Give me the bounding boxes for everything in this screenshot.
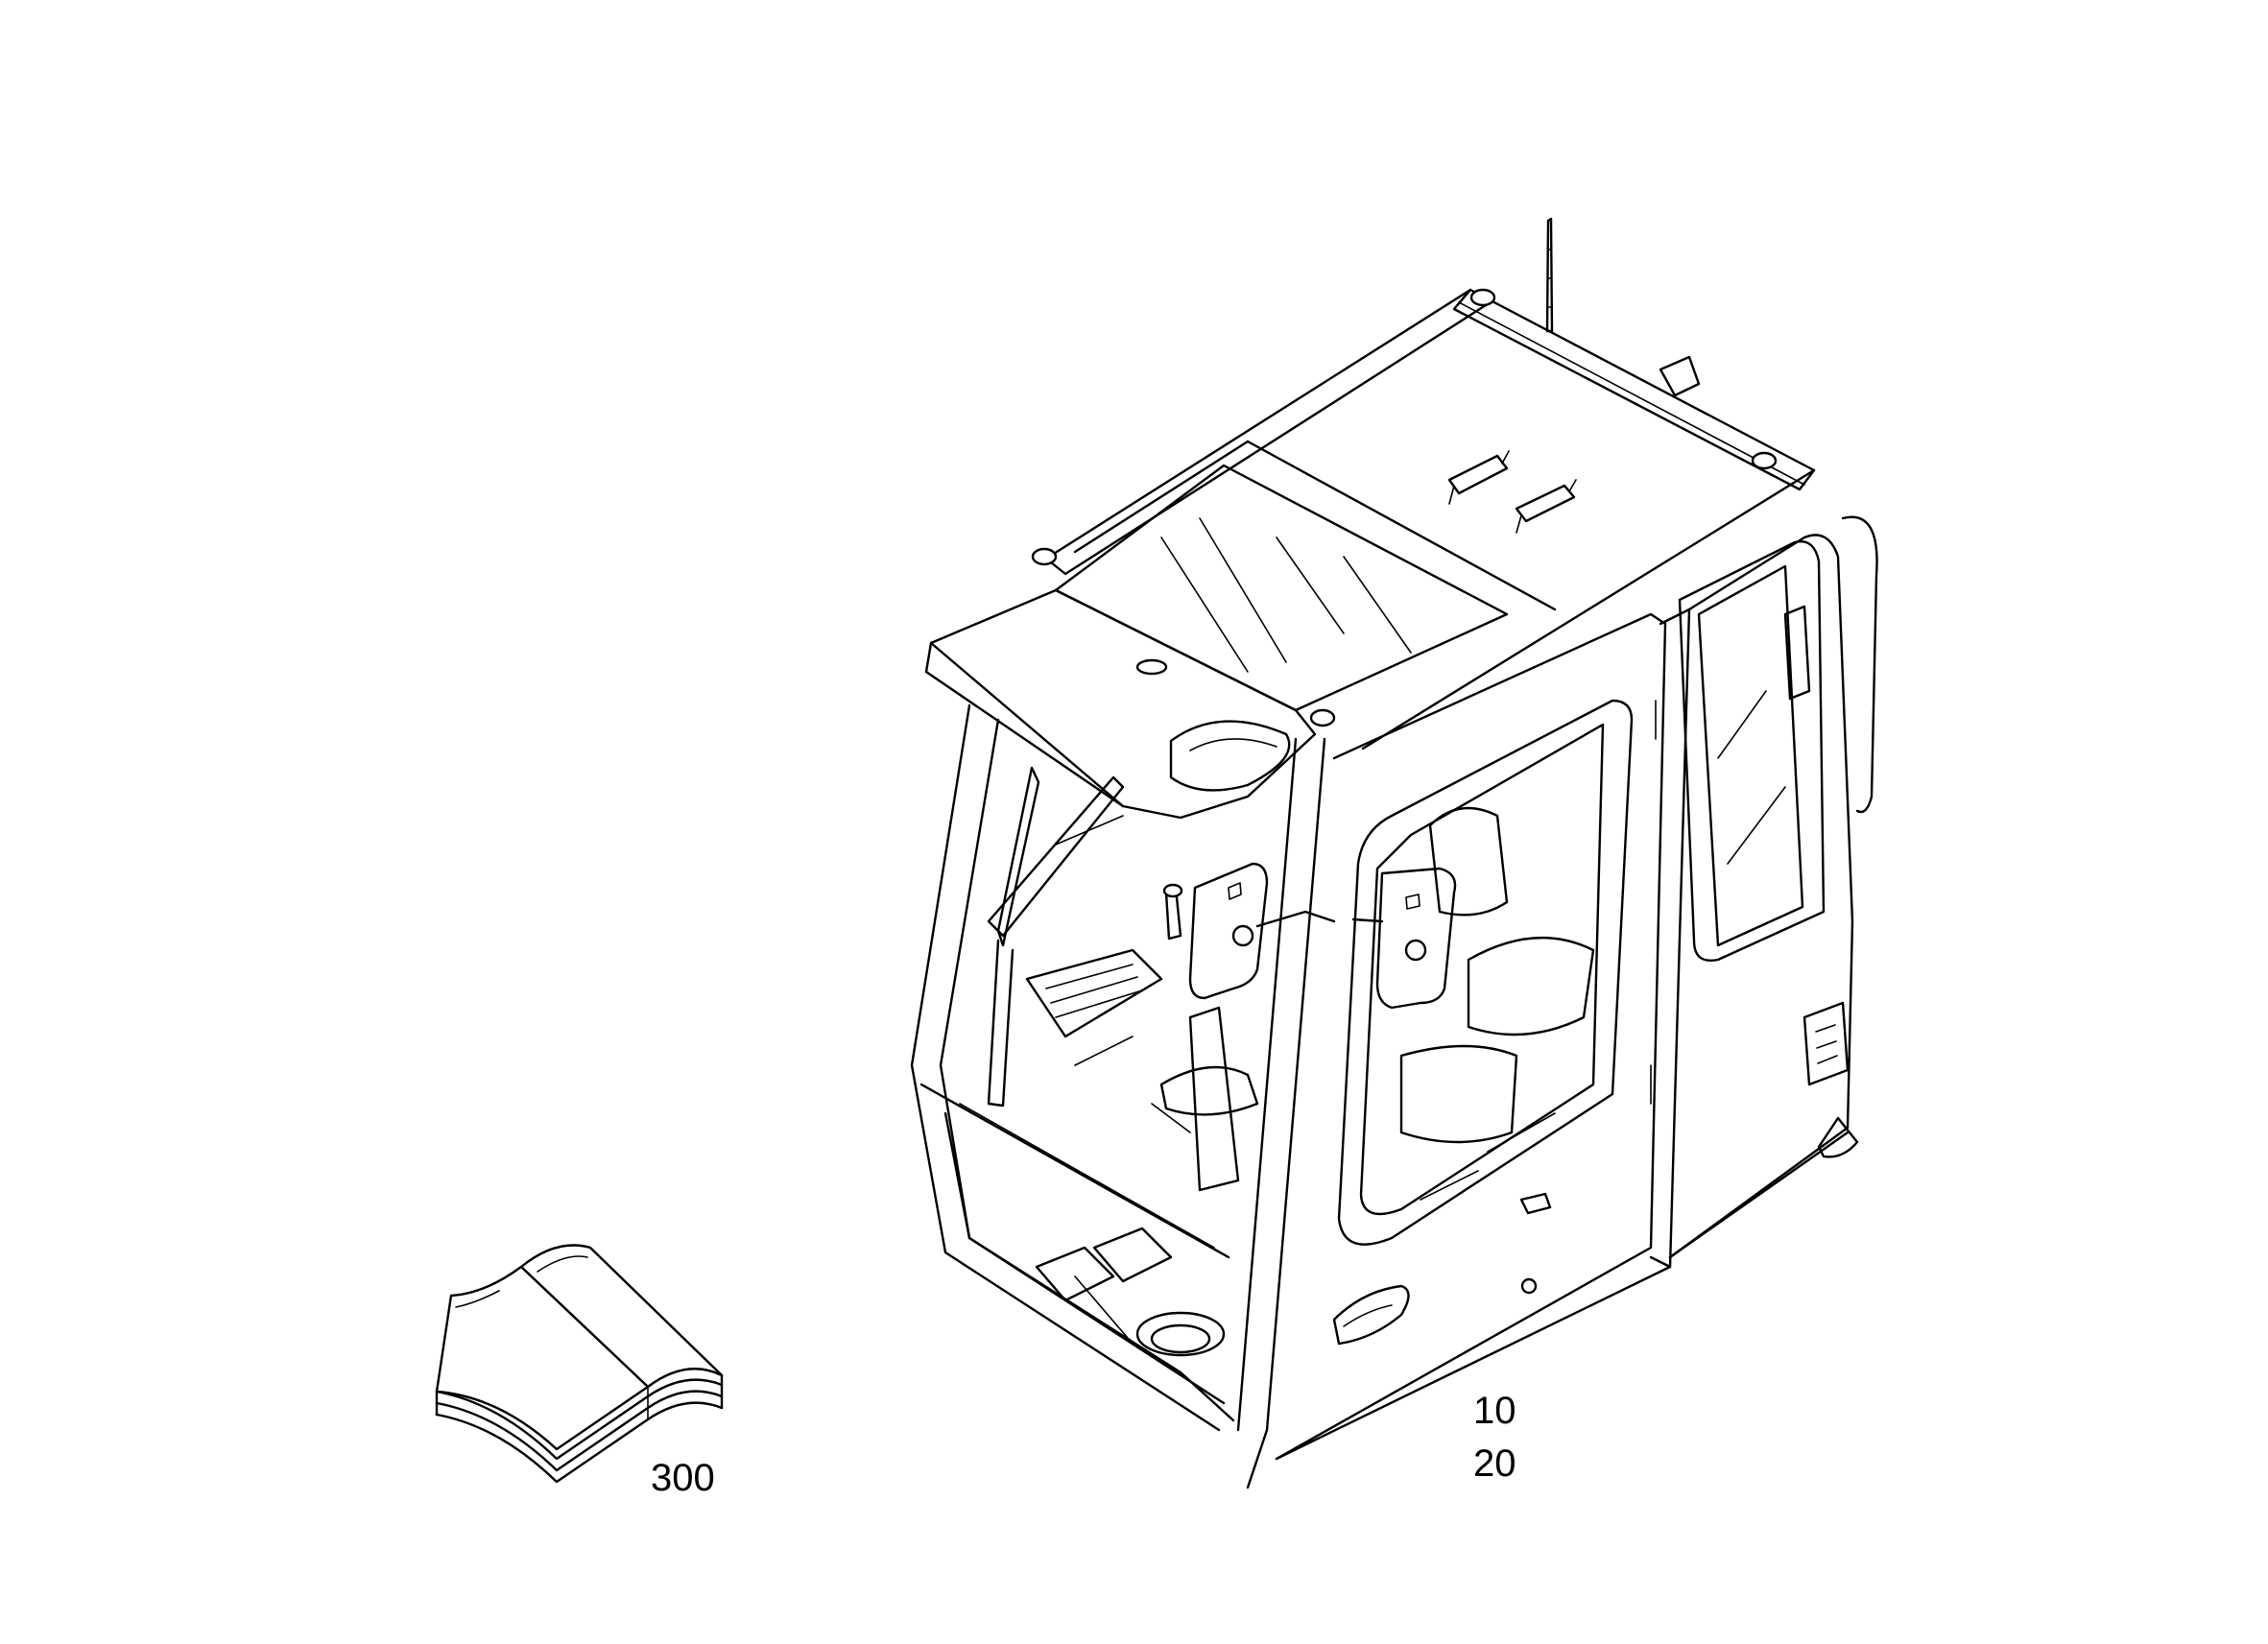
front-visor (924, 588, 1317, 820)
antenna (1545, 217, 1554, 333)
front-frame (910, 703, 1326, 1489)
cab-interior (987, 766, 1595, 1357)
open-book-icon[interactable] (435, 1244, 724, 1484)
callout-cab-20[interactable]: 20 (1473, 1442, 1516, 1485)
side-door (1275, 608, 1691, 1461)
callout-manual-300[interactable]: 300 (651, 1457, 715, 1499)
roof-panel (1031, 288, 1816, 751)
callout-cab-10[interactable]: 10 (1473, 1390, 1516, 1432)
roof-glass (1054, 464, 1509, 712)
operator-cab-drawing[interactable] (910, 217, 1878, 1489)
rear-side-panel (1275, 515, 1878, 1461)
